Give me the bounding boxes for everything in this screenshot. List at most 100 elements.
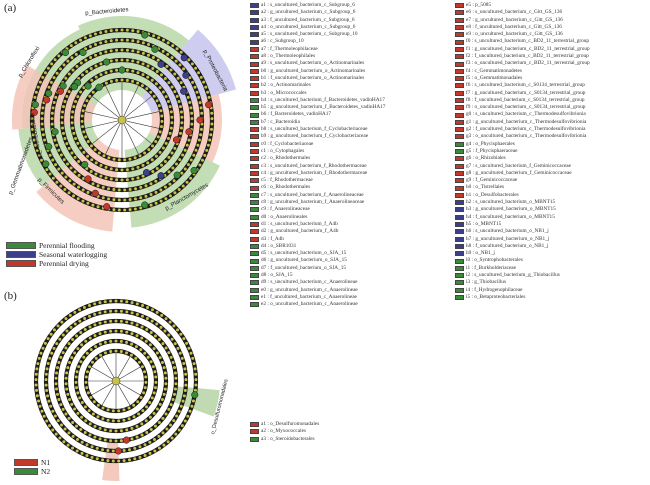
- tree-node: [149, 193, 153, 197]
- tree-node: [72, 182, 76, 186]
- tree-node: [82, 305, 86, 309]
- biomarker-swatch: [250, 119, 259, 125]
- tree-node: [64, 175, 68, 179]
- tree-node: [109, 69, 113, 73]
- tree-node: [41, 346, 45, 350]
- tree-node: [171, 44, 175, 48]
- tree-node: [76, 197, 80, 201]
- biomarker-swatch: [250, 112, 259, 118]
- biomarker-a-item: a7 : f_Thermoleophilaceae: [250, 46, 385, 53]
- tree-node: [140, 84, 144, 88]
- tree-node: [194, 378, 198, 382]
- biomarker-swatch: [455, 134, 464, 140]
- tree-node: [163, 185, 167, 189]
- tree-node: [67, 416, 71, 420]
- biomarker-swatch: [250, 39, 259, 45]
- tree-node: [144, 184, 148, 188]
- biomarker-node: [114, 447, 122, 455]
- tree-node: [99, 31, 103, 35]
- tree-node: [112, 208, 116, 212]
- tree-node: [170, 436, 174, 440]
- tree-node: [169, 355, 173, 359]
- tree-node: [159, 109, 163, 113]
- biomarker-label: h1 : o_Desulfobacterales: [466, 191, 519, 198]
- tree-node: [149, 330, 153, 334]
- tree-node: [167, 81, 171, 85]
- tree-node: [141, 73, 145, 77]
- tree-node: [188, 409, 192, 413]
- tree-node: [83, 327, 87, 331]
- biomarker-a-item: f9 : o_uncultured_bacterium_c_S0134_terr…: [455, 104, 590, 111]
- tree-node: [143, 151, 147, 155]
- tree-node: [133, 197, 137, 201]
- tree-node: [134, 356, 138, 360]
- tree-node: [186, 163, 190, 167]
- tree-node: [93, 424, 97, 428]
- tree-node: [141, 304, 145, 308]
- tree-node: [103, 310, 107, 314]
- tree-node: [137, 360, 141, 364]
- tree-node: [87, 304, 91, 308]
- biomarker-label: b1 : f_uncultured_bacterium_o_Actinomari…: [261, 74, 365, 81]
- biomarker-node: [102, 58, 111, 66]
- tree-node: [125, 310, 129, 314]
- biomarker-label: g6 : o_Rhizobiales: [466, 155, 506, 162]
- tree-node: [174, 432, 178, 436]
- tree-node: [65, 387, 69, 391]
- tree-node: [183, 367, 187, 371]
- tree-node: [210, 122, 214, 126]
- biomarker-a-item: a4 : o_uncultured_bacterium_c_Subgroup_6: [250, 24, 385, 31]
- biomarker-node: [31, 101, 39, 109]
- tree-node: [83, 405, 87, 409]
- tree-node: [109, 349, 113, 353]
- biomarker-label: i5 : o_Betaproteobacteriales: [466, 293, 526, 300]
- biomarker-swatch: [455, 156, 464, 162]
- tree-node: [158, 130, 162, 134]
- tree-node: [76, 95, 80, 99]
- tree-node: [75, 64, 79, 68]
- tree-node: [139, 396, 143, 400]
- tree-node: [157, 36, 161, 40]
- tree-node: [155, 69, 159, 73]
- tree-node: [95, 457, 99, 461]
- tree-node: [107, 197, 111, 201]
- tree-node: [85, 167, 89, 171]
- tree-node: [65, 142, 69, 146]
- tree-node: [50, 62, 54, 66]
- tree-node: [164, 141, 168, 145]
- tree-node: [164, 317, 168, 321]
- biomarker-a-item: c8 : g_uncultured_bacterium_f_Anaeroline…: [250, 199, 385, 206]
- tree-node: [130, 321, 134, 325]
- tree-node: [172, 324, 176, 328]
- tree-node: [50, 111, 54, 115]
- tree-node: [131, 177, 135, 181]
- tree-node: [115, 38, 119, 42]
- tree-node: [34, 383, 38, 387]
- tree-branch: [115, 380, 131, 406]
- tree-node: [171, 166, 175, 170]
- tree-node: [127, 417, 131, 421]
- tree-node: [189, 176, 193, 180]
- tree-node: [135, 424, 139, 428]
- tree-node: [101, 185, 105, 189]
- biomarker-label: a8 : o_Thermoleophilales: [261, 53, 316, 60]
- tree-node: [104, 165, 108, 169]
- tree-node: [132, 403, 136, 407]
- tree-node: [109, 39, 113, 43]
- tree-node: [198, 101, 202, 105]
- tree-node: [165, 427, 169, 431]
- tree-node: [41, 127, 45, 131]
- biomarker-node: [103, 203, 111, 211]
- tree-node: [86, 140, 90, 144]
- tree-node: [91, 360, 95, 364]
- tree-node: [182, 337, 186, 341]
- biomarker-swatch: [455, 273, 464, 279]
- tree-node: [37, 153, 41, 157]
- biomarker-node: [196, 116, 204, 124]
- tree-node: [168, 423, 172, 427]
- tree-node: [76, 411, 80, 415]
- biomarker-a-item: a6 : c_Subgroup_10: [250, 38, 385, 45]
- tree-node: [36, 85, 40, 89]
- tree-node: [120, 168, 124, 172]
- tree-branch: [121, 111, 160, 121]
